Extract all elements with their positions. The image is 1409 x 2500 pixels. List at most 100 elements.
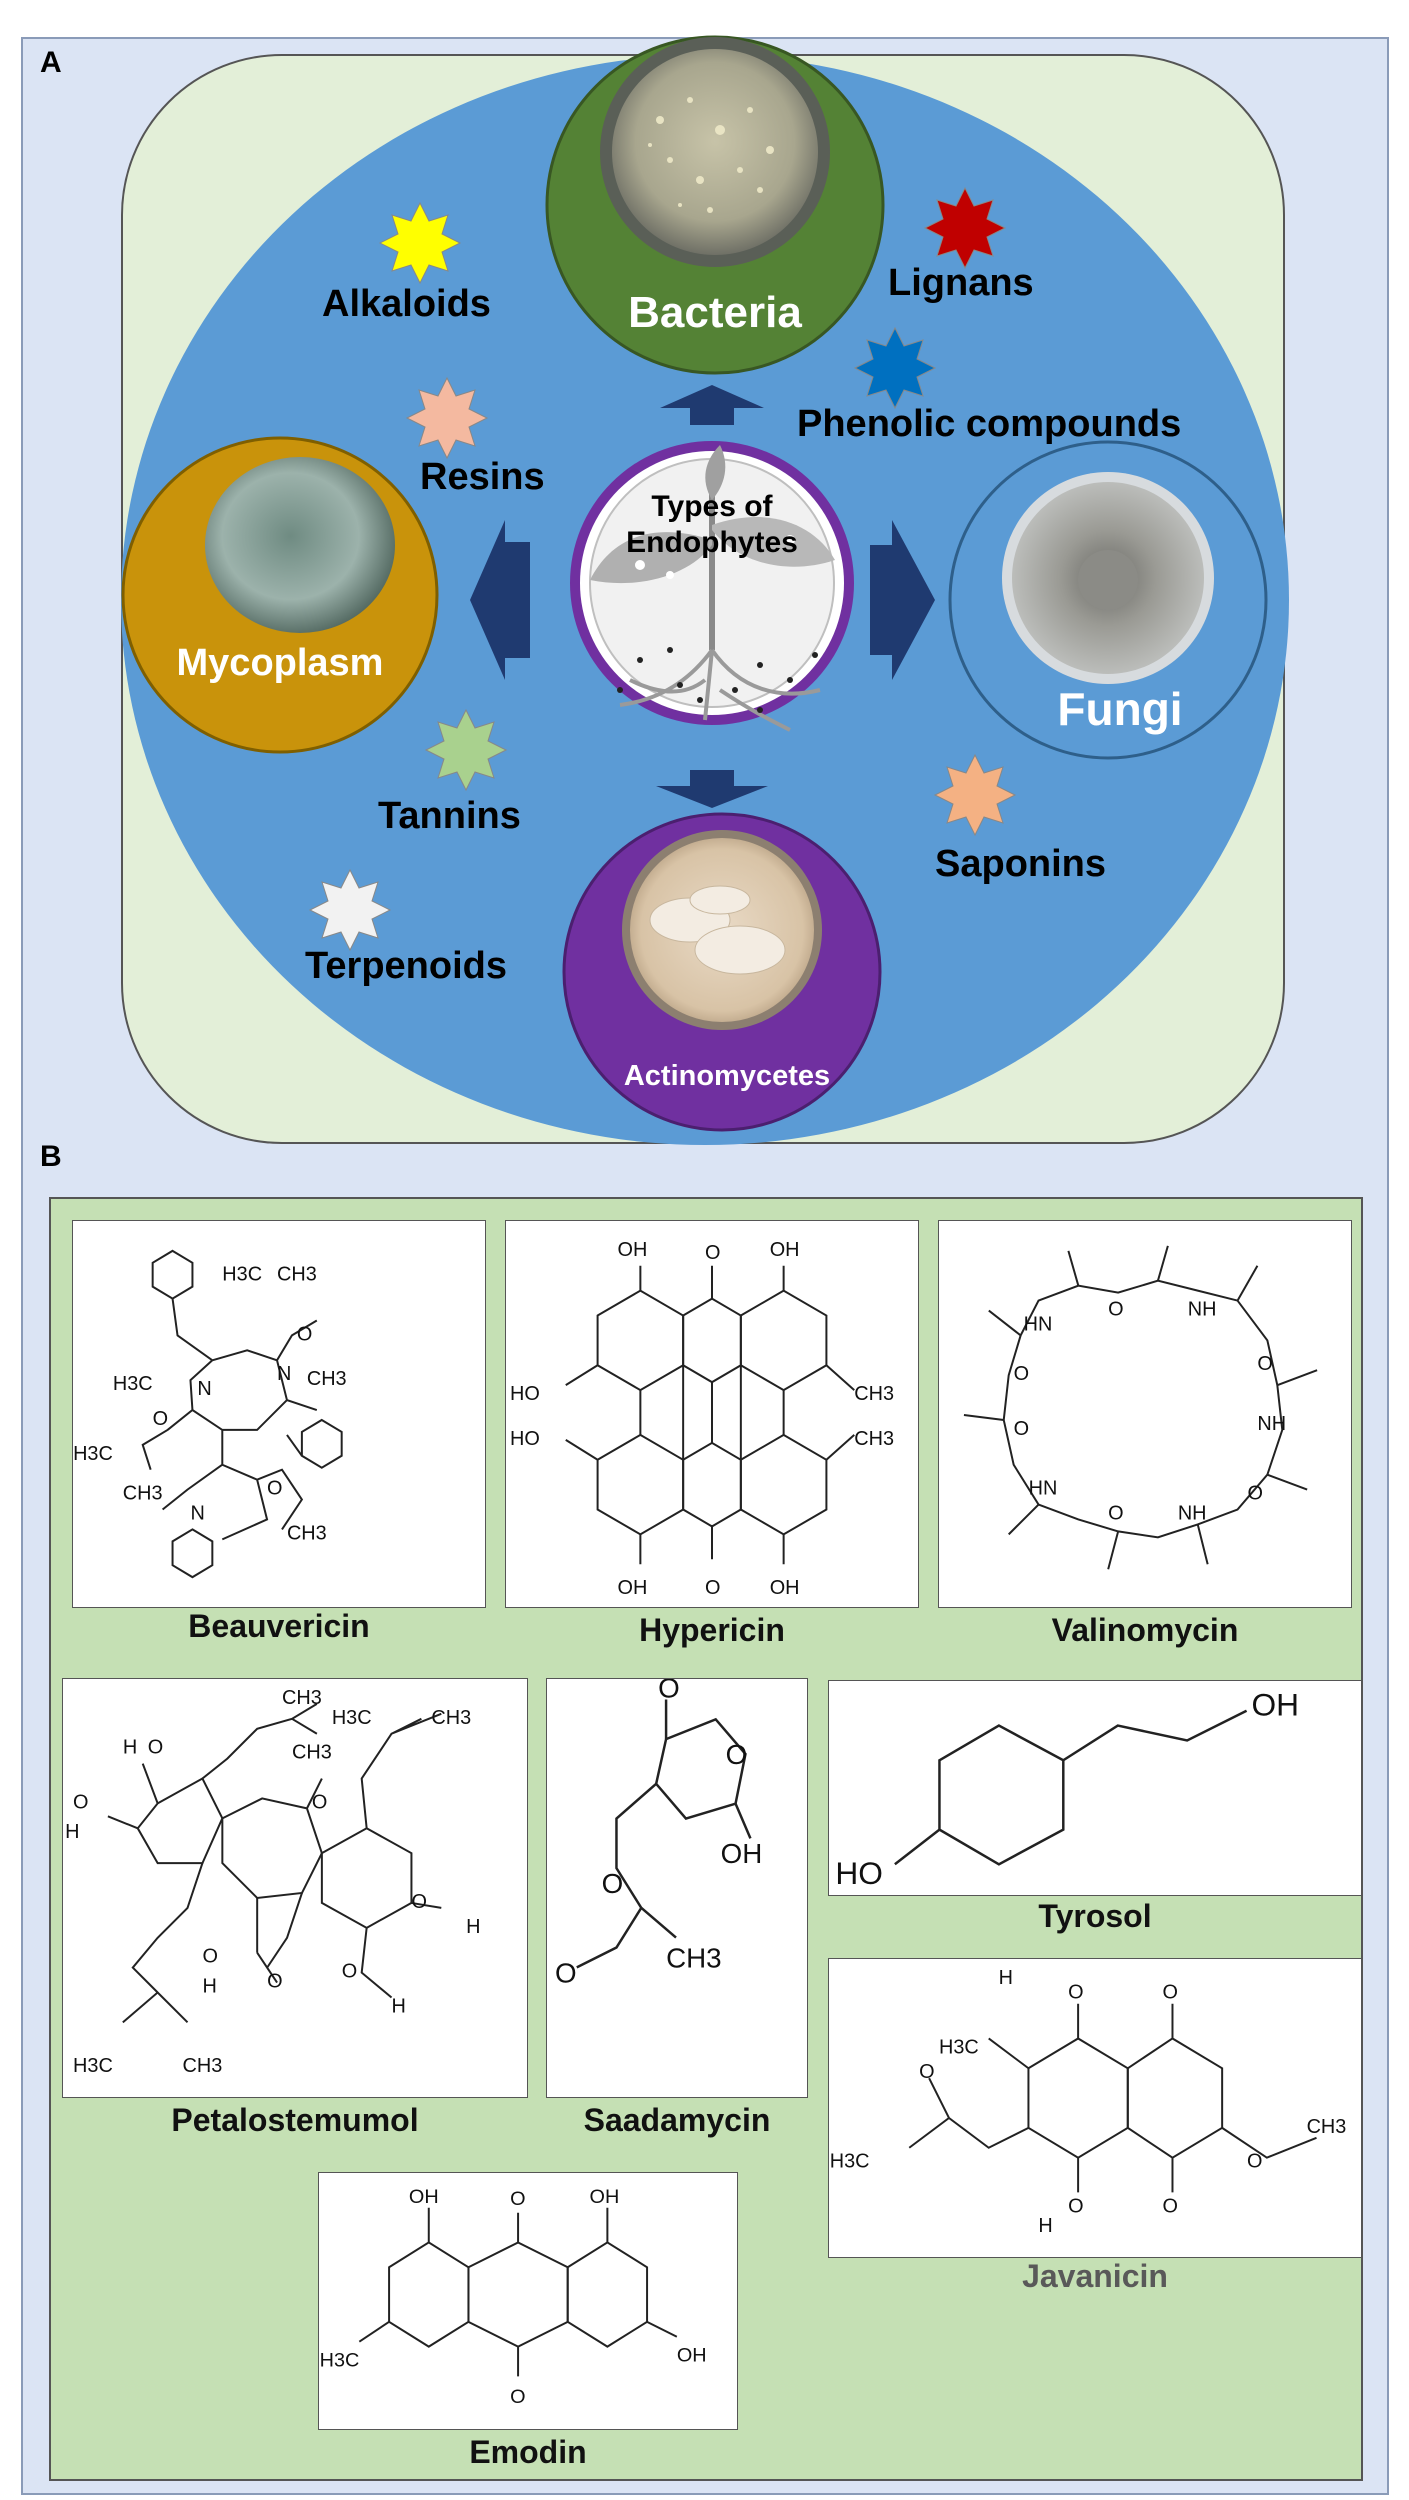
- atom-o: O: [1014, 1363, 1029, 1385]
- bacteria-node: [545, 35, 885, 375]
- atom-o: O: [1163, 2195, 1178, 2217]
- fungi-node: [948, 440, 1268, 760]
- atom-o: O: [1247, 1483, 1262, 1505]
- petalostemumol-label: Petalostemumol: [171, 2102, 419, 2138]
- atom-ch3: CH3: [282, 1687, 322, 1709]
- atom-o: O: [1068, 2195, 1083, 2217]
- atom-ch3: CH3: [292, 1742, 332, 1764]
- atom-o: O: [1108, 1502, 1123, 1524]
- javanicin-label: Javanicin: [1022, 2258, 1168, 2294]
- atom-n: N: [190, 1502, 204, 1524]
- atom-n: N: [197, 1378, 211, 1400]
- atom-o: O: [1068, 1982, 1083, 2004]
- plant-icon: [590, 445, 835, 732]
- alkaloids-label: Alkaloids: [322, 283, 491, 325]
- hypericin-label: Hypericin: [639, 1612, 785, 1648]
- atom-o: O: [267, 1478, 282, 1500]
- star-tannins: [424, 708, 508, 792]
- panel-label-a: A: [40, 46, 62, 79]
- atom-hn: HN: [1024, 1313, 1053, 1335]
- atom-oh: OH: [770, 1577, 800, 1599]
- atom-o: O: [411, 1891, 426, 1913]
- atom-ch3: CH3: [307, 1368, 347, 1390]
- star-terpenoids: [308, 868, 392, 952]
- atom-h3c: H3C: [332, 1707, 372, 1729]
- tyrosol-structure: OH HO: [828, 1680, 1362, 1896]
- atom-o: O: [312, 1791, 327, 1813]
- atom-ch3: CH3: [854, 1383, 894, 1405]
- mycoplasm-node: [121, 436, 439, 754]
- star-alkaloids: [378, 201, 462, 285]
- bacteria-label: Bacteria: [628, 288, 802, 337]
- atom-h: H: [65, 1821, 79, 1843]
- atom-hn: HN: [1029, 1478, 1058, 1500]
- atom-h3c: H3C: [939, 2036, 979, 2058]
- star-lignans: [923, 186, 1007, 270]
- lignans-label: Lignans: [888, 262, 1034, 304]
- compound-stars: [308, 186, 1017, 952]
- saponins-label: Saponins: [935, 843, 1107, 885]
- resins-label: Resins: [420, 456, 545, 498]
- atom-ch3: CH3: [666, 1942, 722, 1973]
- fungi-label: Fungi: [1057, 683, 1183, 735]
- atom-o: O: [510, 2386, 525, 2408]
- valinomycin-structure: HN O NH O NH O NH O HN O O: [938, 1220, 1352, 1608]
- atom-o: O: [919, 2061, 934, 2083]
- atom-ch3: CH3: [287, 1522, 327, 1544]
- atom-o: O: [658, 1679, 680, 1703]
- atom-ch3: CH3: [854, 1428, 894, 1450]
- emodin-label: Emodin: [469, 2434, 587, 2470]
- atom-ch3: CH3: [183, 2055, 223, 2077]
- atom-nh: NH: [1188, 1299, 1217, 1321]
- arrow-down: [656, 770, 768, 808]
- saadamycin-structure: O O OH O O CH3: [546, 1678, 808, 2098]
- star-phenolic: [853, 326, 937, 410]
- atom-h: H: [392, 1995, 406, 2017]
- atom-ch3: CH3: [1307, 2116, 1347, 2138]
- atom-h: H: [999, 1967, 1013, 1989]
- valinomycin-label: Valinomycin: [1051, 1612, 1239, 1648]
- center-label-line2: Endophytes: [626, 526, 798, 559]
- atom-h3c: H3C: [113, 1373, 153, 1395]
- beauvericin-structure: H3C CH3 O H3C N N CH3 O H3C CH3 O CH3 N: [72, 1220, 486, 1608]
- arrow-up: [660, 385, 764, 425]
- terpenoids-label: Terpenoids: [305, 945, 507, 987]
- atom-o: O: [73, 1791, 88, 1813]
- atom-o: O: [555, 1957, 577, 1988]
- arrow-right: [870, 520, 935, 680]
- endophyte-diagram: [121, 35, 1268, 1132]
- tyrosol-label: Tyrosol: [1038, 1898, 1152, 1934]
- atom-nh: NH: [1257, 1413, 1286, 1435]
- atom-o: O: [267, 1971, 282, 1993]
- atom-ho: HO: [835, 1855, 883, 1891]
- atom-nh: NH: [1178, 1502, 1207, 1524]
- atom-o: O: [705, 1577, 720, 1599]
- atom-ch3: CH3: [431, 1707, 471, 1729]
- tannins-label: Tannins: [378, 795, 521, 837]
- mycoplasm-label: Mycoplasm: [176, 642, 384, 684]
- atom-n: N: [277, 1363, 291, 1385]
- atom-ch3: CH3: [277, 1264, 317, 1286]
- atom-o: O: [202, 1946, 217, 1968]
- atom-oh: OH: [721, 1838, 763, 1869]
- phenolic-label: Phenolic compounds: [797, 403, 1182, 445]
- center-label-line1: Types of: [651, 490, 773, 523]
- atom-oh: OH: [590, 2186, 620, 2208]
- atom-o: O: [342, 1961, 357, 1983]
- atom-o: O: [1247, 2151, 1262, 2173]
- star-saponins: [933, 753, 1017, 837]
- atom-oh: OH: [617, 1239, 647, 1261]
- atom-ch3: CH3: [123, 1483, 163, 1505]
- atom-o: O: [148, 1737, 163, 1759]
- panel-label-b: B: [40, 1140, 62, 1173]
- atom-o: O: [297, 1323, 312, 1345]
- atom-h: H: [1038, 2215, 1052, 2237]
- arrows: [470, 385, 935, 808]
- atom-h3c: H3C: [320, 2349, 360, 2371]
- emodin-structure: OH O OH H3C OH O: [318, 2172, 738, 2430]
- atom-o: O: [705, 1242, 720, 1264]
- actinomycetes-label: Actinomycetes: [623, 1060, 831, 1092]
- atom-oh: OH: [617, 1577, 647, 1599]
- atom-o: O: [602, 1868, 624, 1899]
